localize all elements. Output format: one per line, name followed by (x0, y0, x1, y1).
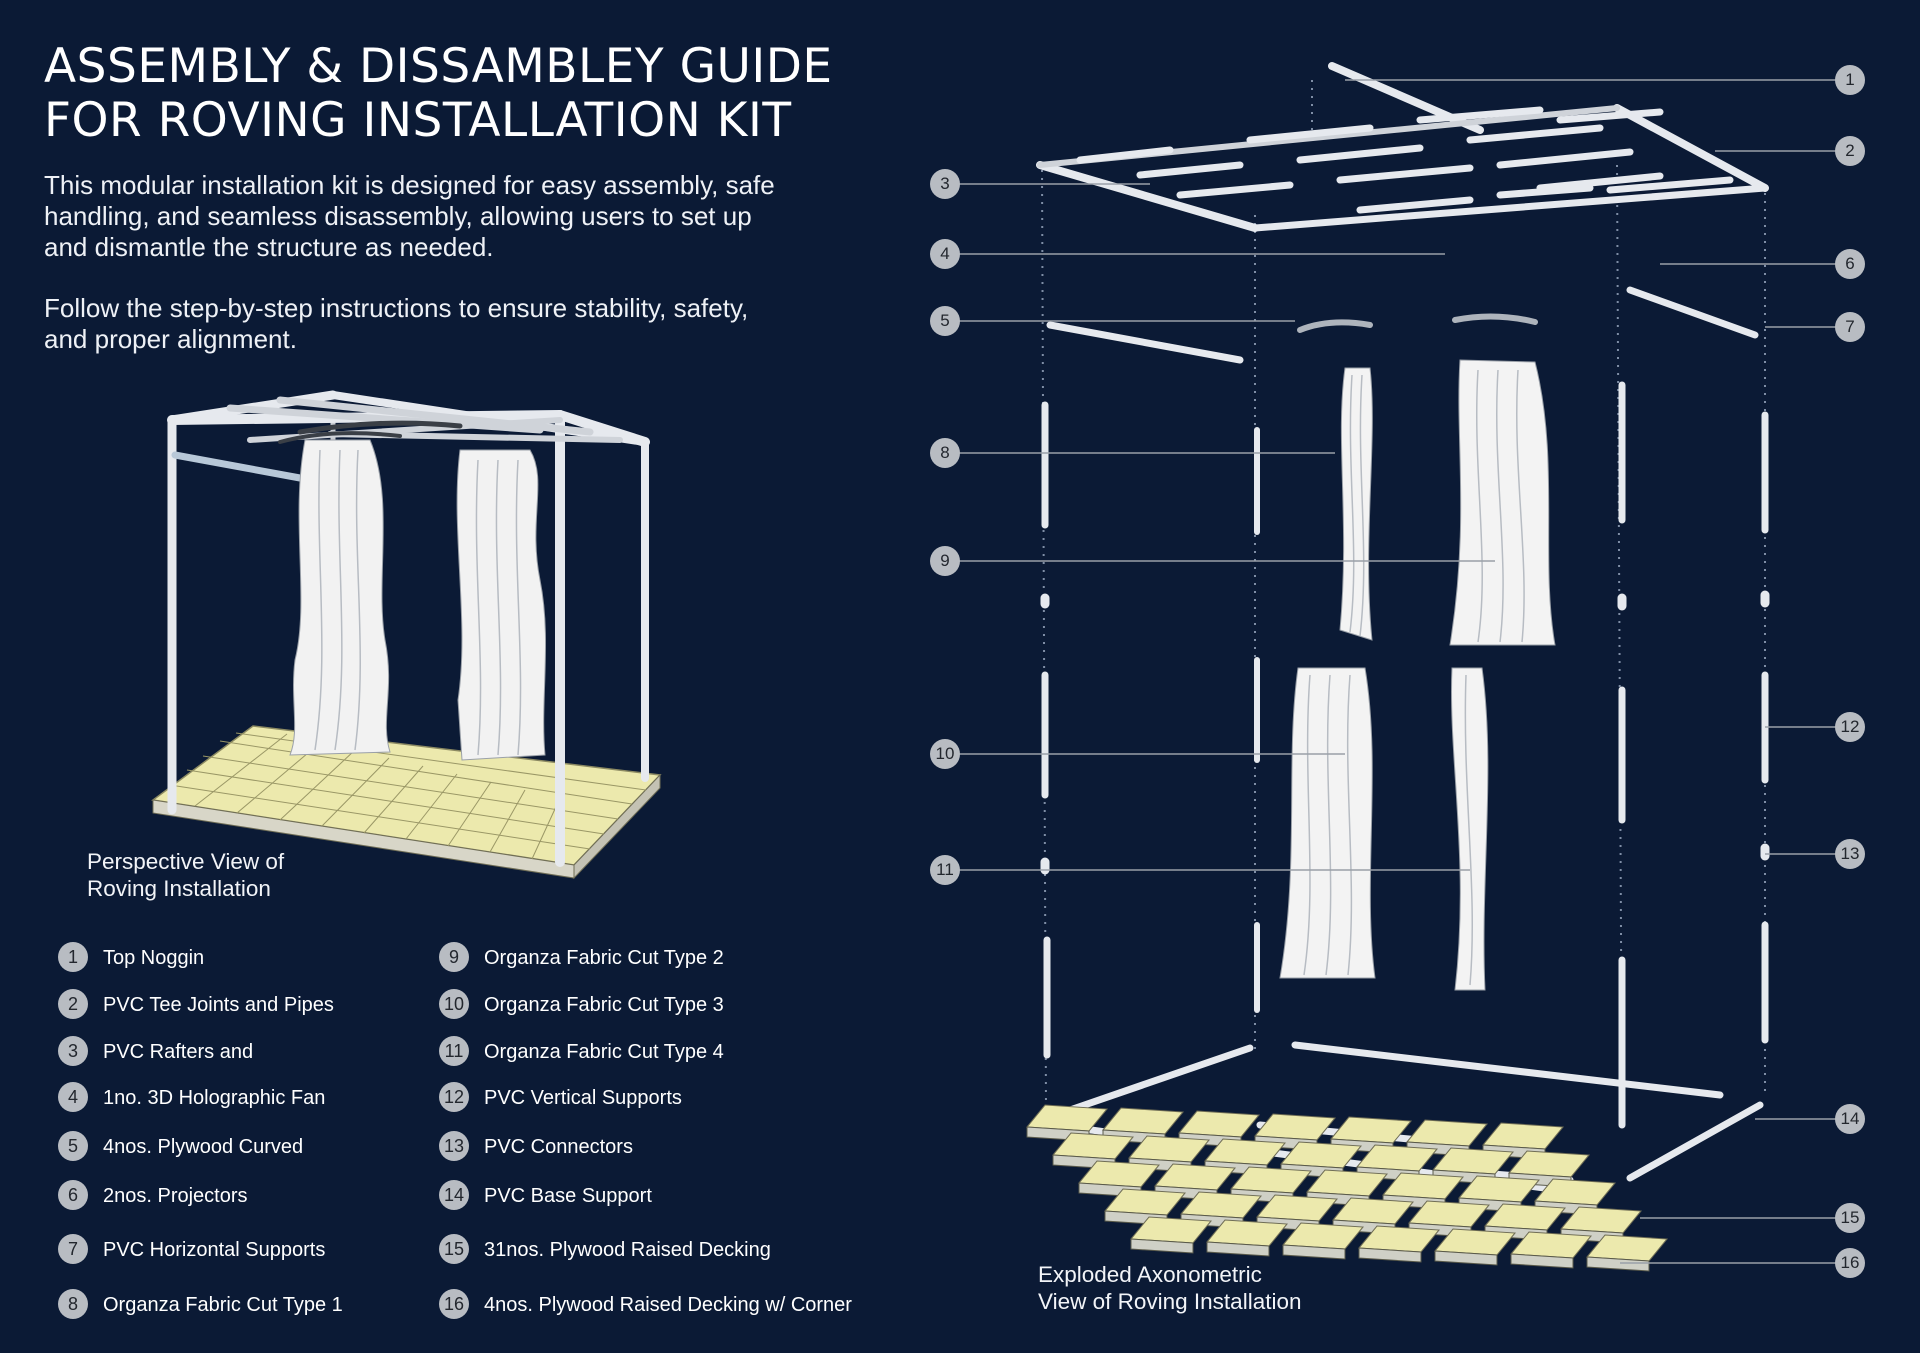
guide-title-line2: FOR ROVING INSTALLATION KIT (44, 93, 792, 148)
intro-paragraph-2: Follow the step-by-step instructions to … (44, 293, 844, 355)
legend-label: Organza Fabric Cut Type 4 (484, 1041, 724, 1063)
legend-number-badge: 3 (58, 1036, 88, 1066)
callout-badge: 10 (930, 739, 960, 769)
perspective-deck (151, 725, 662, 880)
decking-tile (1253, 1113, 1337, 1141)
legend-label: PVC Connectors (484, 1136, 633, 1158)
legend-label: Organza Fabric Cut Type 2 (484, 947, 724, 969)
callout-badge: 8 (930, 438, 960, 468)
decking-tile-side (1282, 1244, 1346, 1260)
intro-line: and dismantle the structure as needed. (44, 232, 494, 262)
legend-label: PVC Horizontal Supports (103, 1239, 326, 1261)
legend-number-badge: 2 (58, 989, 88, 1019)
callout-badge: 13 (1835, 839, 1865, 869)
legend-number-badge: 15 (439, 1234, 469, 1264)
guide-title-line1: ASSEMBLY & DISSAMBLEY GUIDE (44, 39, 833, 94)
perspective-curtains (289, 439, 547, 761)
caption-line: Exploded Axonometric (1038, 1262, 1262, 1287)
callout-badge: 12 (1835, 712, 1865, 742)
legend-number-badge: 7 (58, 1234, 88, 1264)
decking-tile-side (1434, 1250, 1498, 1266)
callout-badge: 16 (1835, 1248, 1865, 1278)
decking-tile (1405, 1119, 1489, 1147)
decking-tile-side (1510, 1253, 1574, 1269)
legend-number-badge: 13 (439, 1131, 469, 1161)
perspective-view-caption: Perspective View of Roving Installation (87, 848, 284, 902)
legend-number-badge: 4 (58, 1082, 88, 1112)
intro-line: This modular installation kit is designe… (44, 170, 775, 200)
legend-number-badge: 1 (58, 942, 88, 972)
legend-label: Top Noggin (103, 947, 205, 969)
intro-line: and proper alignment. (44, 324, 297, 354)
guide-dotted-lines (1041, 80, 1766, 1126)
raised-decking (1025, 1104, 1669, 1272)
callout-badge: 1 (1835, 65, 1865, 95)
callout-leader-lines (945, 79, 1850, 1264)
legend-number-badge: 6 (58, 1180, 88, 1210)
mid-frame-parts (1040, 286, 1770, 1129)
callout-badge: 15 (1835, 1203, 1865, 1233)
legend-label: 1no. 3D Holographic Fan (103, 1087, 326, 1109)
caption-line: View of Roving Installation (1038, 1289, 1302, 1314)
legend-label: PVC Vertical Supports (484, 1087, 682, 1109)
legend-number-badge: 8 (58, 1289, 88, 1319)
legend-number-badge: 11 (439, 1036, 469, 1066)
callout-badge: 9 (930, 546, 960, 576)
decking-tile-side (1206, 1241, 1270, 1257)
legend-label: Organza Fabric Cut Type 3 (484, 994, 724, 1016)
legend-number-badge: 5 (58, 1131, 88, 1161)
legend-label: 2nos. Projectors (103, 1185, 248, 1207)
legend-label: 4nos. Plywood Curved (103, 1136, 304, 1158)
fabric-panels (1279, 359, 1556, 991)
legend-number-badge: 9 (439, 942, 469, 972)
legend-label: 31nos. Plywood Raised Decking (484, 1239, 771, 1261)
intro-line: handling, and seamless disassembly, allo… (44, 201, 752, 231)
legend-number-badge: 14 (439, 1180, 469, 1210)
decking-tile (1101, 1107, 1185, 1135)
guide-title: ASSEMBLY & DISSAMBLEY GUIDE FOR ROVING I… (44, 40, 833, 148)
legend-number-badge: 12 (439, 1082, 469, 1112)
callout-badge: 5 (930, 306, 960, 336)
legend-label: PVC Tee Joints and Pipes (103, 994, 334, 1016)
callout-badge: 6 (1835, 249, 1865, 279)
callout-badge: 11 (930, 855, 960, 885)
callout-badge: 7 (1835, 312, 1865, 342)
decking-tile-side (1130, 1238, 1194, 1254)
legend-label: PVC Base Support (484, 1185, 652, 1207)
decking-tile-side (1358, 1247, 1422, 1263)
legend-label: Organza Fabric Cut Type 1 (103, 1294, 343, 1316)
decking-tile (1481, 1122, 1565, 1150)
top-frame (1036, 62, 1769, 232)
callout-badge: 14 (1835, 1104, 1865, 1134)
callout-badge: 3 (930, 169, 960, 199)
decking-tile-side (1586, 1256, 1650, 1272)
callout-badge: 4 (930, 239, 960, 269)
intro-line: Follow the step-by-step instructions to … (44, 293, 749, 323)
legend-number-badge: 16 (439, 1289, 469, 1319)
intro-paragraph-1: This modular installation kit is designe… (44, 170, 844, 263)
callout-badge: 2 (1835, 136, 1865, 166)
exploded-view-caption: Exploded Axonometric View of Roving Inst… (1038, 1261, 1302, 1315)
caption-line: Perspective View of (87, 849, 285, 874)
legend-label: PVC Rafters and (103, 1041, 254, 1063)
caption-line: Roving Installation (87, 876, 271, 901)
legend-label: 4nos. Plywood Raised Decking w/ Corner (484, 1294, 852, 1316)
decking-tile (1177, 1110, 1261, 1138)
legend-number-badge: 10 (439, 989, 469, 1019)
